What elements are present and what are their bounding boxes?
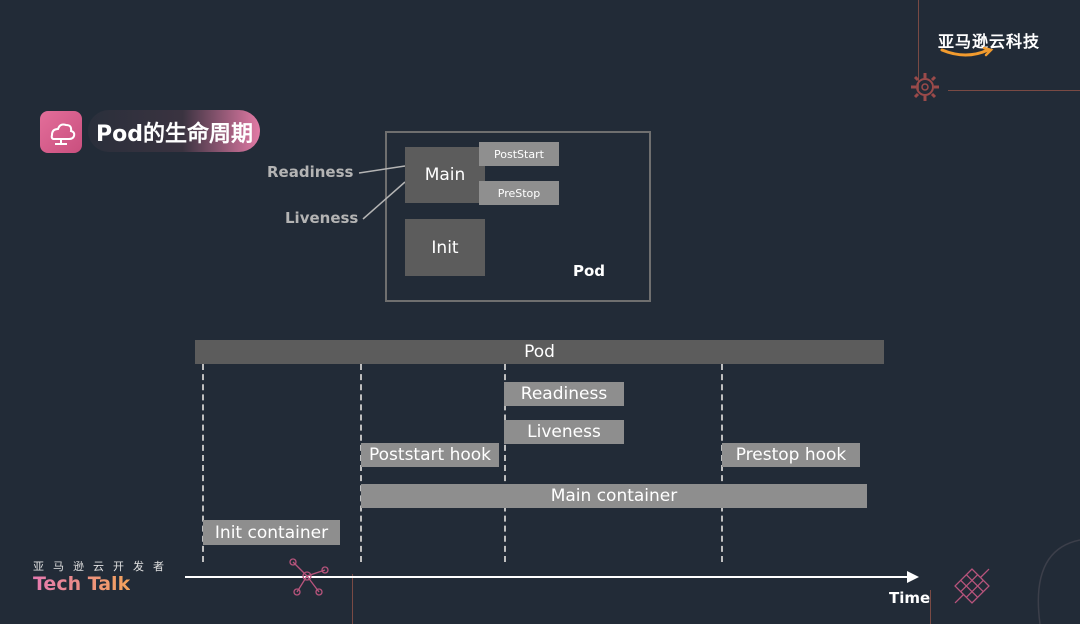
liveness-probe-label: Liveness (285, 209, 359, 227)
prestop-hook-bar: Prestop hook (722, 443, 860, 467)
deco-vertical-line-bottom (352, 574, 353, 624)
readiness-probe-label: Readiness (267, 163, 354, 181)
poststart-hook-bar: Poststart hook (361, 443, 499, 467)
pod-label: Pod (573, 262, 606, 280)
main-container-bar: Main container (361, 484, 867, 508)
init-container-box: Init (405, 219, 485, 276)
deco-curve (1037, 539, 1080, 624)
developer-label: 亚马逊云开发者 (33, 560, 173, 573)
pod-bar: Pod (195, 340, 884, 364)
init-container-bar: Init container (203, 520, 340, 545)
poststart-box: PostStart (479, 142, 559, 166)
gear-icon (911, 73, 939, 101)
circuit-chip-icon (954, 568, 990, 604)
main-container-box: Main (405, 147, 485, 203)
brand-logo-text: 亚马逊云科技 (938, 32, 1041, 51)
deco-vertical-line-top (918, 0, 919, 90)
deco-vertical-line-bottom-right (930, 590, 931, 624)
cloud-icon (40, 111, 82, 153)
smile-logo-icon (940, 46, 994, 57)
readiness-bar: Readiness (504, 382, 624, 406)
timeline-divider (202, 364, 204, 562)
timeline-divider (504, 364, 506, 562)
prestop-box: PreStop (479, 181, 559, 205)
probe-connector-lines (358, 165, 406, 220)
deco-horizontal-line (948, 90, 1080, 91)
liveness-bar: Liveness (504, 420, 624, 444)
page-title: Pod的生命周期 (96, 122, 253, 147)
title-pill (88, 110, 260, 152)
time-axis-label: Time (889, 589, 931, 607)
tech-talk-logo: Tech Talk (33, 573, 131, 595)
network-nodes-icon (289, 558, 329, 596)
pod-frame (385, 131, 651, 302)
